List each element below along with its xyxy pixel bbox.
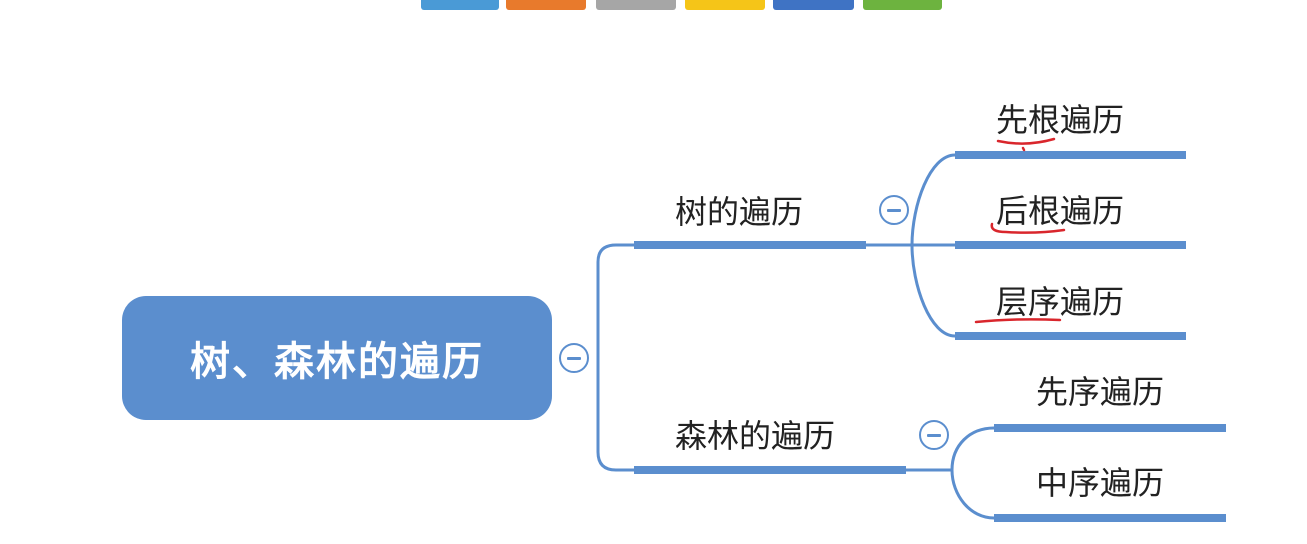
- color-swatch-3[interactable]: [596, 0, 676, 10]
- collapse-branch-1-button[interactable]: [879, 195, 909, 225]
- handwritten-underline-3: [974, 318, 1062, 324]
- minus-icon: [567, 356, 581, 360]
- handwritten-dot-1: [1021, 146, 1026, 152]
- color-swatch-1[interactable]: [421, 0, 499, 10]
- collapse-root-button[interactable]: [559, 343, 589, 373]
- child-topic-2-1[interactable]: 先序遍历: [1036, 373, 1165, 411]
- child-topic-1-2[interactable]: 后根遍历: [996, 192, 1125, 230]
- color-swatch-6[interactable]: [863, 0, 942, 10]
- root-topic[interactable]: 树、森林的遍历: [122, 296, 552, 420]
- connector-root-branch-2: [596, 356, 636, 472]
- handwritten-underline-1: [996, 137, 1056, 145]
- connector-root-branch-1: [596, 243, 636, 360]
- child-topic-2-2[interactable]: 中序遍历: [1036, 464, 1165, 502]
- connector-branch-2-child-2: [950, 468, 996, 520]
- branch-topic-forest-traversal[interactable]: 森林的遍历: [675, 417, 836, 455]
- minus-icon: [887, 208, 901, 212]
- collapse-branch-2-button[interactable]: [919, 420, 949, 450]
- child-topic-1-1[interactable]: 先根遍历: [996, 101, 1125, 139]
- connector-branch-1-child-3: [910, 243, 957, 338]
- child-topic-1-3[interactable]: 层序遍历: [996, 283, 1125, 321]
- color-swatch-2[interactable]: [506, 0, 586, 10]
- root-topic-label: 树、森林的遍历: [190, 339, 484, 385]
- color-swatch-4[interactable]: [685, 0, 765, 10]
- color-swatch-5[interactable]: [773, 0, 854, 10]
- handwritten-underline-2: [990, 222, 1066, 234]
- connector-branch-1-child-1: [864, 153, 957, 247]
- branch-topic-tree-traversal[interactable]: 树的遍历: [675, 193, 804, 231]
- minus-icon: [927, 433, 941, 437]
